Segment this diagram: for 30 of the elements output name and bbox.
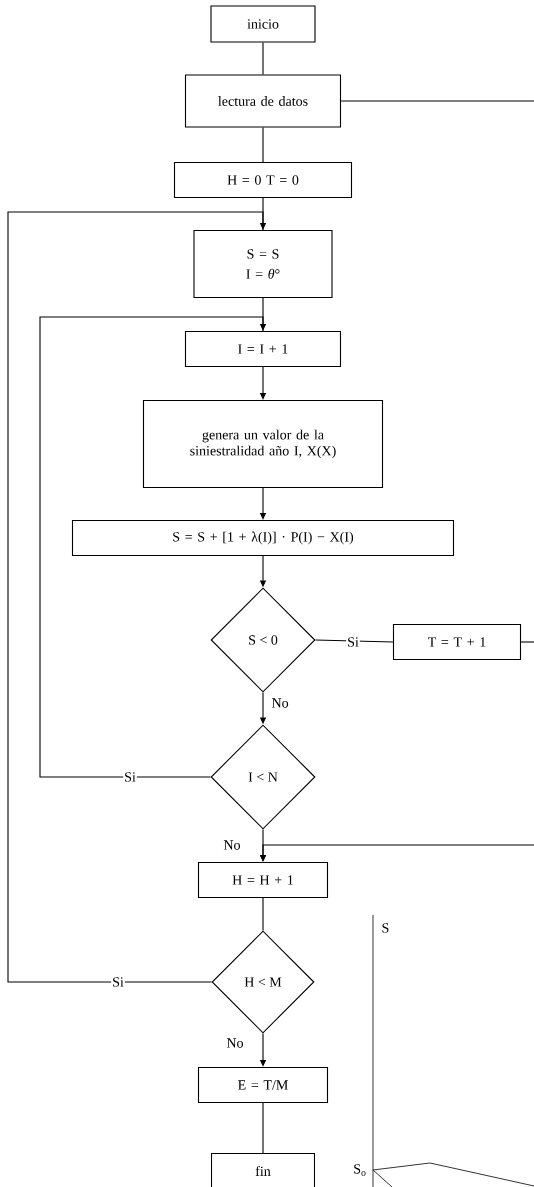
process-box: H = 0 T = 0 [173,161,353,199]
axis-label: S [382,923,389,933]
edge-label: No [270,697,290,709]
connector [262,197,264,231]
connector [315,639,394,643]
connector [262,127,264,163]
connector [262,42,264,75]
edge-label: No [225,1037,245,1049]
connector [262,1102,264,1154]
connector [39,316,267,778]
edge-label: Si [346,636,360,648]
process-box: S = S I = θ° [193,229,333,299]
connector [7,211,267,983]
process-box: fin [210,1152,316,1187]
process-box: lectura de datos [184,74,342,128]
edge-label: No [222,839,242,851]
process-box: S = S + [1 + λ(I)] · P(I) − X(I) [71,519,455,557]
connector [262,297,264,332]
process-box: inicio [210,5,316,43]
connector [520,641,534,643]
edge-label: Si [111,976,125,988]
process-box: I = I + 1 [184,330,342,368]
edge-label: Si [123,771,137,783]
process-box: genera un valor de la siniestralidad año I, X(X) [142,399,384,489]
process-box: H = H + 1 [197,861,329,899]
connector [262,897,264,931]
connector [340,100,534,102]
axis-label: S$_{o}$ [354,1164,366,1176]
process-box: E = T/M [197,1066,329,1104]
process-box: T = T + 1 [392,623,522,661]
